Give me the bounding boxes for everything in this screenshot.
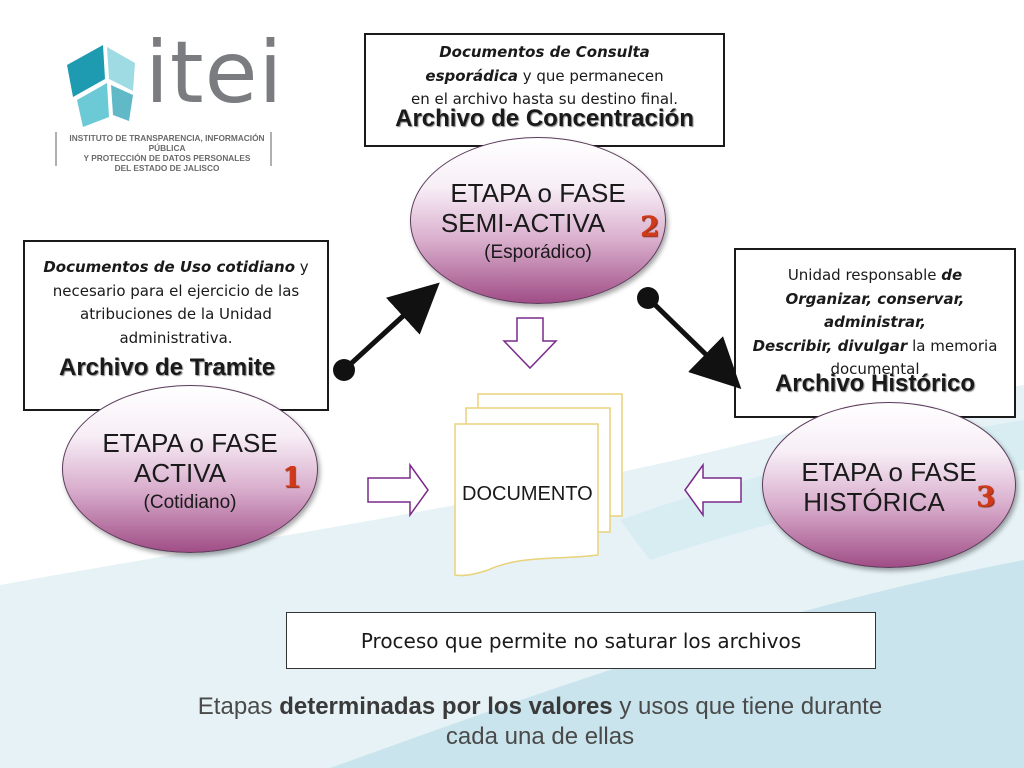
historico-text: la memoria bbox=[907, 336, 998, 355]
tramite-line: administrativa. bbox=[119, 328, 233, 347]
tramite-text: y bbox=[295, 258, 309, 276]
logo-divider-left bbox=[55, 132, 57, 166]
historico-description: Unidad responsable de Organizar, conserv… bbox=[736, 264, 1014, 382]
logo bbox=[55, 35, 280, 170]
concentracion-box: Documentos de Consulta esporádica y que … bbox=[364, 33, 725, 147]
concentracion-line: en el archivo hasta su destino final. bbox=[410, 90, 679, 108]
historico-emphasis: Describir, divulgar bbox=[752, 336, 908, 355]
proceso-text: Proceso que permite no saturar los archi… bbox=[360, 628, 802, 653]
logo-subtitle-line: Y PROTECCIÓN DE DATOS PERSONALES bbox=[83, 153, 251, 163]
historico-line: Describir, divulgar la memoria bbox=[736, 335, 1014, 359]
etapas-text: y usos que tiene durante bbox=[612, 693, 883, 720]
historico-line: Unidad responsable de bbox=[736, 264, 1014, 288]
stage-semi-activa-ellipse: ETAPA o FASE SEMI-ACTIVA (Esporádico) bbox=[410, 137, 666, 304]
stage-number-1: 1 bbox=[282, 461, 302, 494]
stage-semi-activa-text: ETAPA o FASE SEMI-ACTIVA (Esporádico) bbox=[411, 178, 665, 268]
etapas-line: cada una de ellas bbox=[445, 723, 635, 750]
tramite-line: atribuciones de la Unidad bbox=[80, 305, 272, 323]
logo-subtitle: INSTITUTO DE TRANSPARENCIA, INFORMACIÓN … bbox=[62, 133, 272, 173]
stage-line: ETAPA o FASE bbox=[801, 457, 977, 487]
proceso-box: Proceso que permite no saturar los archi… bbox=[286, 612, 876, 669]
historico-emphasis: de bbox=[941, 266, 963, 284]
concentracion-line: esporádica y que permanecen bbox=[366, 65, 723, 89]
tramite-line: Documentos de Uso cotidiano y bbox=[25, 256, 327, 280]
historico-title: Archivo Histórico bbox=[774, 370, 976, 397]
stage-subtitle: (Esporádico) bbox=[484, 242, 592, 263]
stage-line: SEMI-ACTIVA bbox=[440, 208, 606, 238]
historico-line: Organizar, conservar, administrar, bbox=[785, 289, 965, 332]
tramite-title: Archivo de Tramite bbox=[59, 354, 276, 381]
tramite-emphasis: Documentos de Uso cotidiano bbox=[43, 258, 296, 276]
historico-box: Unidad responsable de Organizar, conserv… bbox=[734, 248, 1016, 418]
stage-line: HISTÓRICA bbox=[803, 487, 945, 517]
stage-activa-ellipse: ETAPA o FASE ACTIVA (Cotidiano) bbox=[62, 385, 318, 553]
historico-text: Unidad responsable bbox=[787, 266, 942, 284]
etapas-emphasis: determinadas por los valores bbox=[279, 693, 613, 720]
tramite-box: Documentos de Uso cotidiano y necesario … bbox=[23, 240, 329, 411]
stage-activa-text: ETAPA o FASE ACTIVA (Cotidiano) bbox=[63, 428, 317, 518]
concentracion-text: y que permanecen bbox=[517, 66, 664, 85]
logo-divider-right bbox=[270, 132, 272, 166]
stage-historica-text: ETAPA o FASE HISTÓRICA bbox=[763, 457, 1015, 517]
document-label: DOCUMENTO bbox=[462, 483, 593, 505]
etapas-text: Etapas bbox=[197, 693, 280, 720]
logo-subtitle-line: INSTITUTO DE TRANSPARENCIA, INFORMACIÓN … bbox=[69, 133, 265, 153]
stage-number-2: 2 bbox=[640, 210, 660, 243]
stage-line: ACTIVA bbox=[134, 458, 226, 488]
stage-historica-ellipse: ETAPA o FASE HISTÓRICA bbox=[762, 402, 1016, 568]
stage-number-3: 3 bbox=[976, 480, 996, 513]
logo-wordmark: itei bbox=[145, 23, 284, 123]
etapas-caption: Etapas determinadas por los valores y us… bbox=[150, 692, 930, 752]
tramite-description: Documentos de Uso cotidiano y necesario … bbox=[25, 256, 327, 350]
concentracion-description: Documentos de Consulta esporádica y que … bbox=[366, 41, 723, 112]
concentracion-line: Documentos de Consulta bbox=[439, 43, 650, 61]
stage-subtitle: (Cotidiano) bbox=[143, 492, 237, 513]
stage-line: ETAPA o FASE bbox=[450, 178, 626, 208]
etapas-line: Etapas determinadas por los valores y us… bbox=[150, 692, 930, 722]
historico-line: documental bbox=[830, 360, 920, 378]
stage-line: ETAPA o FASE bbox=[102, 428, 278, 458]
concentracion-title: Archivo de Concentración bbox=[395, 105, 694, 132]
logo-subtitle-line: DEL ESTADO DE JALISCO bbox=[114, 163, 220, 173]
concentracion-emphasis: esporádica bbox=[425, 66, 518, 85]
logo-mark-icon bbox=[67, 45, 135, 127]
tramite-line: necesario para el ejercicio de las bbox=[52, 281, 300, 300]
